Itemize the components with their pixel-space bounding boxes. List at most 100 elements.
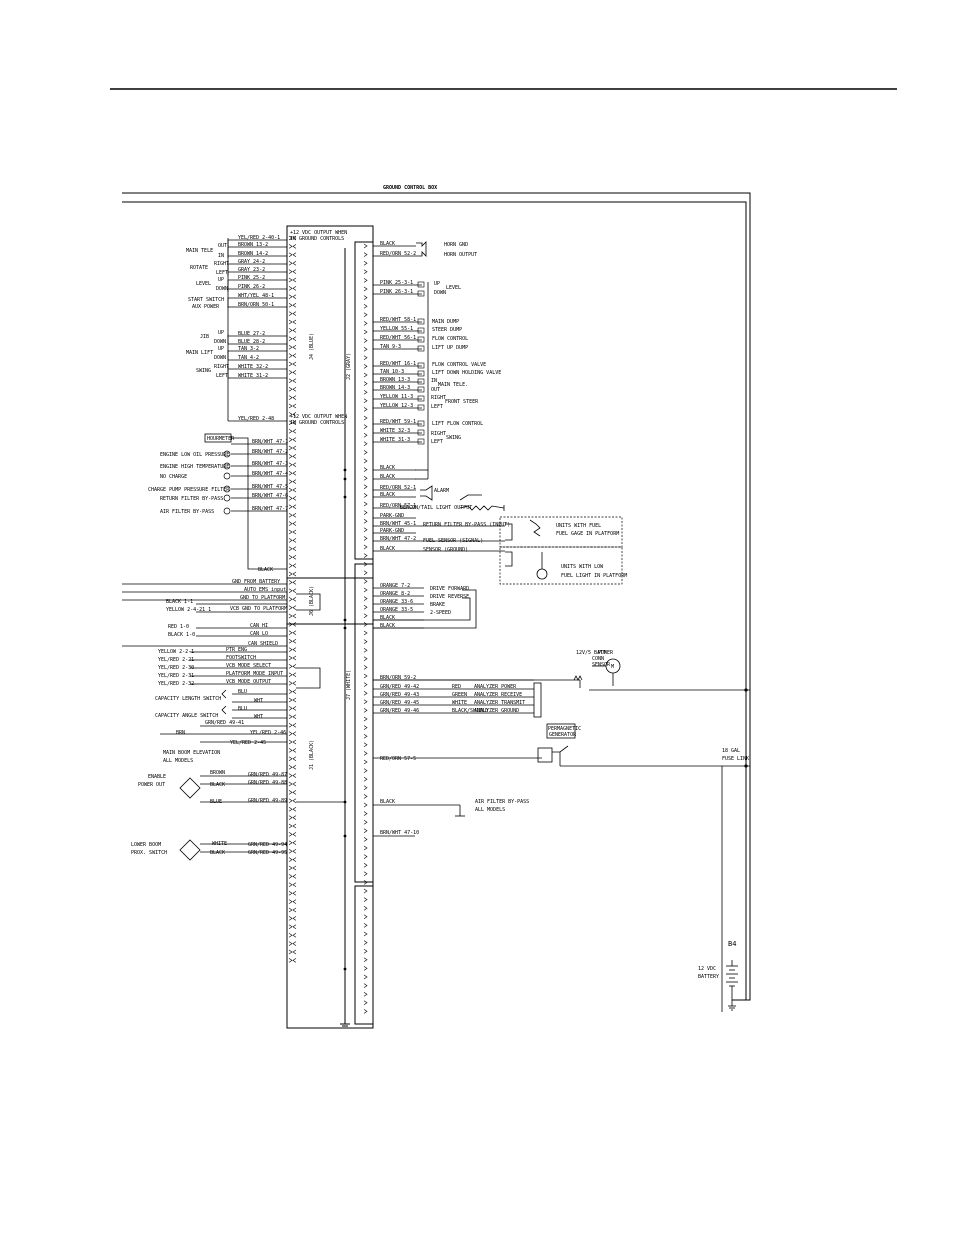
pin-marker-right <box>363 243 368 249</box>
pin-marker-left <box>292 470 297 476</box>
top-output-note-2: IN GROUND CONTROLS <box>290 236 344 242</box>
pin-marker-left <box>288 336 293 342</box>
pin-marker-left <box>288 890 293 896</box>
j2-wire-label: YELLOW 55-1 <box>380 326 413 332</box>
can-black: BLACK 1-0 <box>168 632 195 638</box>
fuel-line-2: FUSE LINK <box>722 756 749 762</box>
pin-marker-left <box>288 865 293 871</box>
gauge-lamp <box>223 450 231 458</box>
pin-marker-left <box>292 311 297 316</box>
fuse-wire: RED/ORN 57-5 <box>380 756 416 762</box>
j4-wire-label: TAN 3-2 <box>238 346 259 352</box>
pin-marker-right <box>363 604 368 610</box>
pin-marker-left <box>292 319 297 325</box>
prox-switch-label: PROX. SWITCH <box>131 850 167 856</box>
dev-lift-up-dump: LIFT UP DUMP <box>432 345 468 351</box>
j7-wire-label: ORANGE 33-6 <box>380 599 413 605</box>
pin-marker-right <box>363 441 368 447</box>
j2-solenoid <box>417 318 425 325</box>
j2-wire-label: BROWN 13-3 <box>380 377 410 383</box>
fn-swing: SWING <box>196 368 211 374</box>
j2-wire-label: YELLOW 11-3 <box>380 394 413 400</box>
pin-marker-right <box>363 1000 368 1006</box>
dev-swing-left: LEFT <box>431 439 443 445</box>
pin-marker-left <box>288 815 293 820</box>
pin-marker-left <box>292 706 297 711</box>
pins-left-column <box>288 235 297 963</box>
pin-marker-left <box>292 722 297 728</box>
cap-wire-wht-2: WHT <box>254 714 263 720</box>
pin-marker-left <box>292 378 297 384</box>
gauge-wire-label: BRN/WHT 47-2 <box>252 449 288 455</box>
pin-marker-right <box>363 983 368 988</box>
pin-marker-right <box>363 776 368 782</box>
pin-marker-left <box>288 748 293 753</box>
pin-marker-left <box>288 697 293 703</box>
pin-marker-left <box>288 857 293 862</box>
battery-voltage: 12 VDC <box>698 966 716 972</box>
cap-wire-brn: BRN <box>176 730 185 736</box>
connector-j2: J2 (GRAY) <box>346 353 352 380</box>
cap-wire-grnred-41: GRN/RED 49-41 <box>205 720 244 726</box>
pin-marker-left <box>292 479 297 484</box>
pin-marker-left <box>292 781 297 787</box>
pin-marker-left <box>288 958 293 963</box>
pin-marker-left <box>292 958 297 963</box>
pin-marker-right <box>363 622 368 627</box>
pin-marker-right <box>363 553 368 558</box>
pin-marker-left <box>288 638 293 644</box>
pin-marker-right <box>363 957 368 963</box>
pin-marker-left <box>292 353 297 358</box>
mid-output-note-1: +12 VDC OUTPUT WHEN <box>290 414 347 420</box>
pin-marker-right <box>363 991 368 997</box>
gauge-wire-label: BRN/WHT 47-3 <box>252 461 288 467</box>
pin-marker-left <box>292 882 297 888</box>
pin-marker-right <box>363 286 368 292</box>
pin-marker-left <box>292 798 297 804</box>
j7-wire-label: BLACK <box>380 615 395 621</box>
mid-output-note-2: IN GROUND CONTROLS <box>290 420 344 426</box>
j4-wire-label: BLUE 28-2 <box>238 339 265 345</box>
gauge-label: ENGINE LOW OIL PRESSURE <box>160 452 229 458</box>
pin-marker-left <box>288 932 293 938</box>
pin-marker-left <box>288 395 293 400</box>
prox-wire-black-2: BLACK <box>210 850 225 856</box>
j2-wire-label: BLACK <box>380 241 395 247</box>
pin-marker-left <box>288 949 293 955</box>
pin-marker-right <box>363 656 368 662</box>
j2-solenoid <box>417 362 425 369</box>
fn-aux-power: AUX POWER <box>192 304 220 310</box>
pin-marker-right <box>363 699 368 705</box>
j2-solenoid <box>417 345 425 352</box>
pin-marker-left <box>292 773 297 778</box>
j1-right-black: BLACK <box>380 799 395 805</box>
pin-marker-right <box>363 518 368 524</box>
pin-marker-right <box>363 725 368 730</box>
pin-marker-left <box>288 353 293 358</box>
pin-marker-right <box>363 905 368 911</box>
pin-marker-left <box>292 764 297 770</box>
pin-marker-left <box>292 546 297 552</box>
pin-marker-right <box>363 966 368 971</box>
prox-grn-94: GRN/RED 49-94 <box>248 842 287 848</box>
pin-marker-left <box>292 865 297 871</box>
dev-swing: SWING <box>446 435 461 441</box>
pin-marker-left <box>288 588 293 594</box>
pin-marker-left <box>292 571 297 577</box>
pin-marker-right <box>363 355 368 361</box>
pin-marker-left <box>292 680 297 686</box>
can-lo: CAN LO <box>250 631 268 637</box>
pin-marker-left <box>288 823 293 829</box>
j2-wire-label: RED/ORN 57-1 <box>380 503 416 509</box>
j1-right-wiring <box>296 801 465 837</box>
pin-marker-left <box>292 613 297 619</box>
pin-marker-left <box>292 941 297 946</box>
pin-marker-left <box>288 302 293 308</box>
pin-marker-right <box>363 475 368 481</box>
pin-marker-left <box>292 496 297 501</box>
pin-marker-left <box>288 714 293 720</box>
pin-marker-left <box>292 344 297 350</box>
j1-function-label: VCB MODE SELECT <box>226 663 271 669</box>
pin-marker-left <box>288 840 293 846</box>
